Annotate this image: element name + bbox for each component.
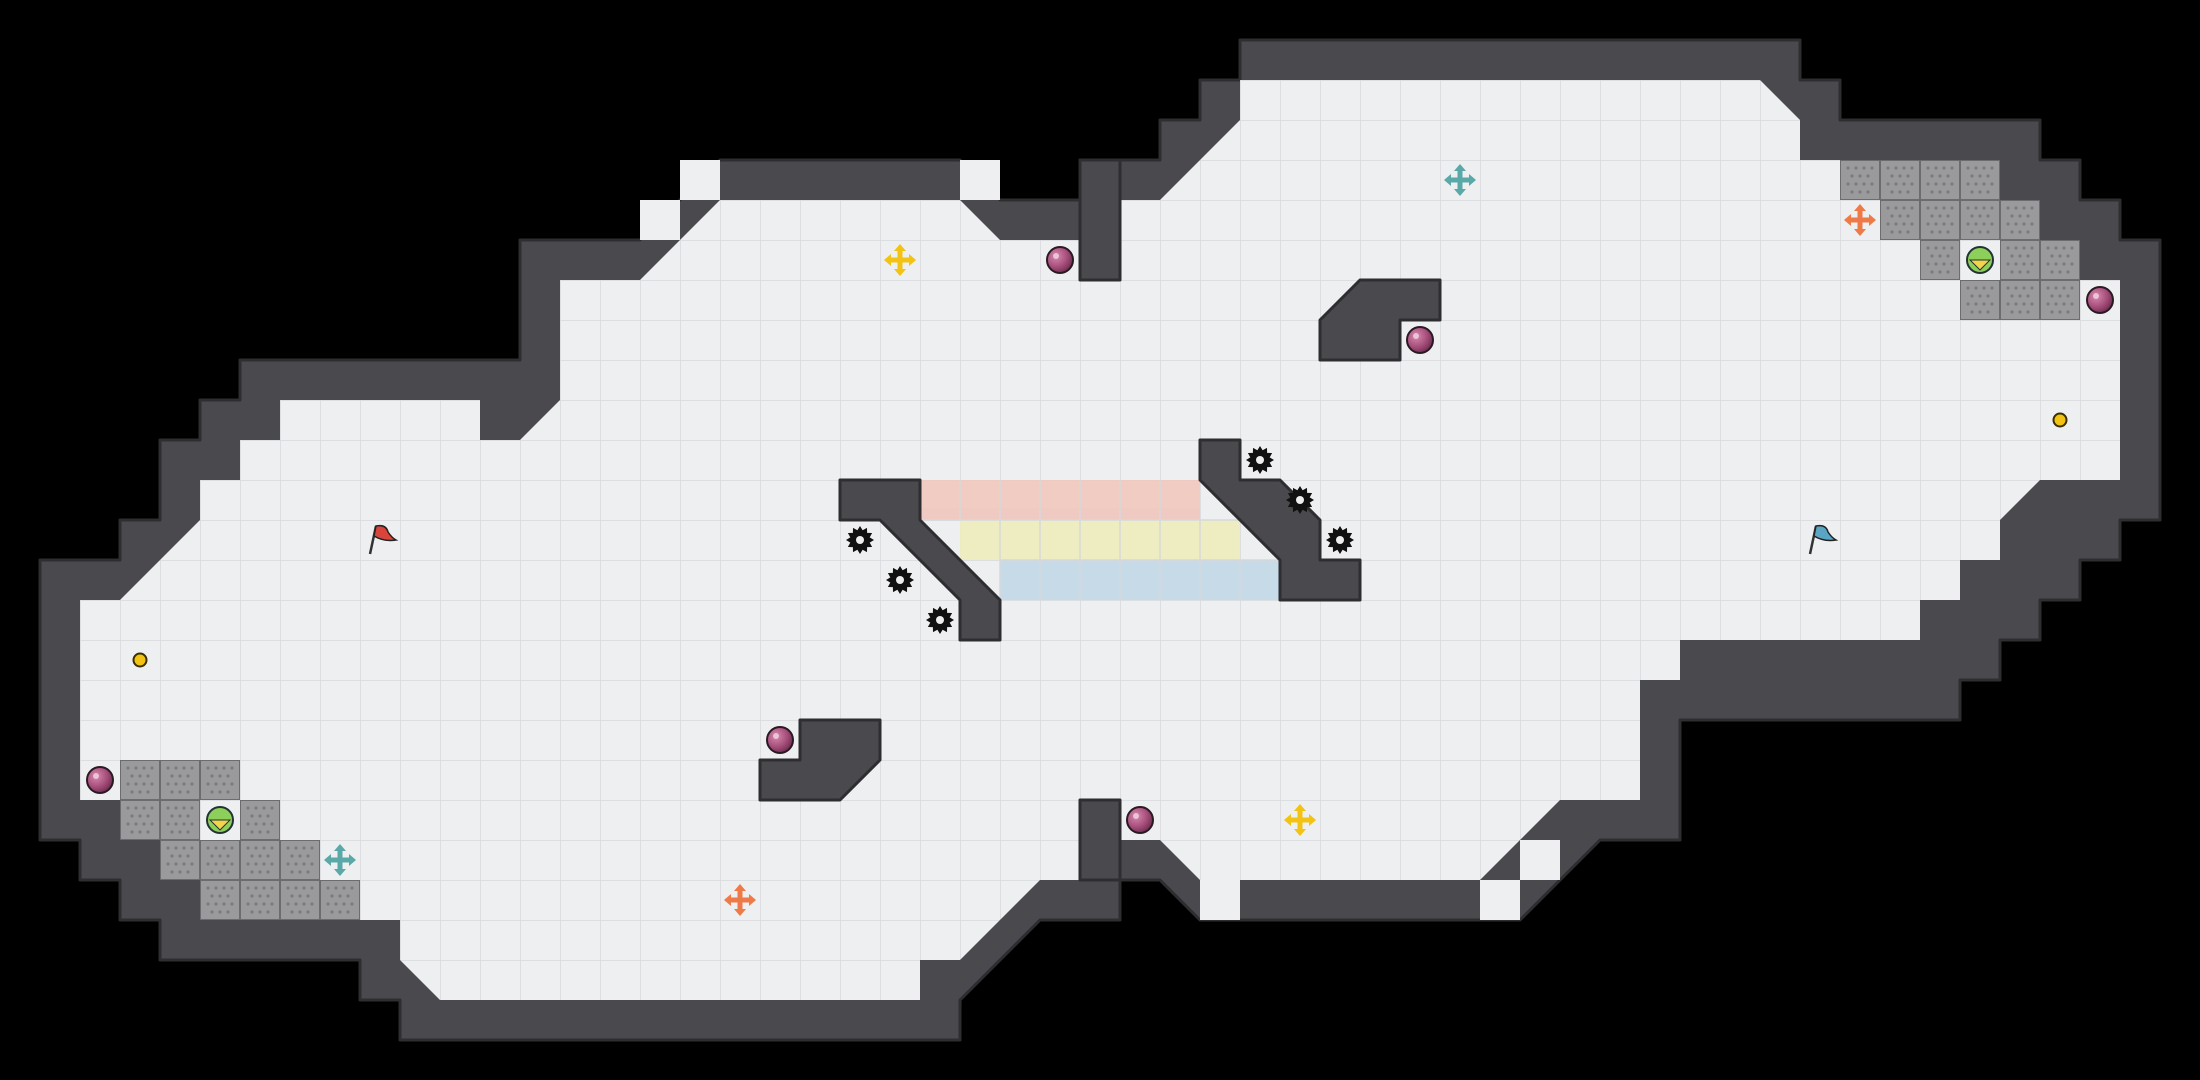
orb-pickup[interactable] bbox=[1126, 806, 1154, 834]
move-arrows-icon[interactable] bbox=[1444, 164, 1476, 196]
blue-band bbox=[1000, 560, 1280, 600]
wall-block-lower-left bbox=[758, 718, 882, 802]
green-ball[interactable] bbox=[206, 806, 234, 834]
saw-blade-icon[interactable] bbox=[846, 526, 874, 554]
orb-pickup[interactable] bbox=[2086, 286, 2114, 314]
flag-blue[interactable] bbox=[1808, 524, 1839, 555]
orb-pickup[interactable] bbox=[766, 726, 794, 754]
move-arrows-icon[interactable] bbox=[884, 244, 916, 276]
move-arrows-icon[interactable] bbox=[1844, 204, 1876, 236]
band-grid bbox=[920, 480, 1280, 600]
green-ball[interactable] bbox=[1966, 246, 1994, 274]
move-arrows-icon[interactable] bbox=[1284, 804, 1316, 836]
grate-tiles bbox=[120, 160, 2080, 920]
saw-blade-icon[interactable] bbox=[1246, 446, 1274, 474]
inner-walls bbox=[758, 158, 1442, 882]
wall-block-center-right bbox=[1198, 438, 1362, 602]
color-bands bbox=[920, 480, 1280, 600]
gold-coin[interactable] bbox=[2052, 412, 2068, 428]
saw-blade-icon[interactable] bbox=[1286, 486, 1314, 514]
floor-edges bbox=[640, 160, 1560, 920]
saw-blade-icon[interactable] bbox=[926, 606, 954, 634]
yellow-band bbox=[960, 520, 1240, 560]
wall-block-upper bbox=[1318, 278, 1442, 362]
orb-pickup[interactable] bbox=[1046, 246, 1074, 274]
wall-stub-top bbox=[1078, 158, 1122, 282]
move-arrows-icon[interactable] bbox=[724, 884, 756, 916]
entities-layer bbox=[86, 164, 2114, 916]
gold-coin[interactable] bbox=[132, 652, 148, 668]
saw-blade-icon[interactable] bbox=[886, 566, 914, 594]
wall-stub-bottom bbox=[1078, 798, 1122, 882]
orb-pickup[interactable] bbox=[1406, 326, 1434, 354]
move-arrows-icon[interactable] bbox=[324, 844, 356, 876]
flag-red[interactable] bbox=[368, 524, 399, 555]
saw-blade-icon[interactable] bbox=[1326, 526, 1354, 554]
orb-pickup[interactable] bbox=[86, 766, 114, 794]
red-band bbox=[920, 480, 1200, 520]
wall-block-center-left bbox=[838, 478, 1002, 642]
